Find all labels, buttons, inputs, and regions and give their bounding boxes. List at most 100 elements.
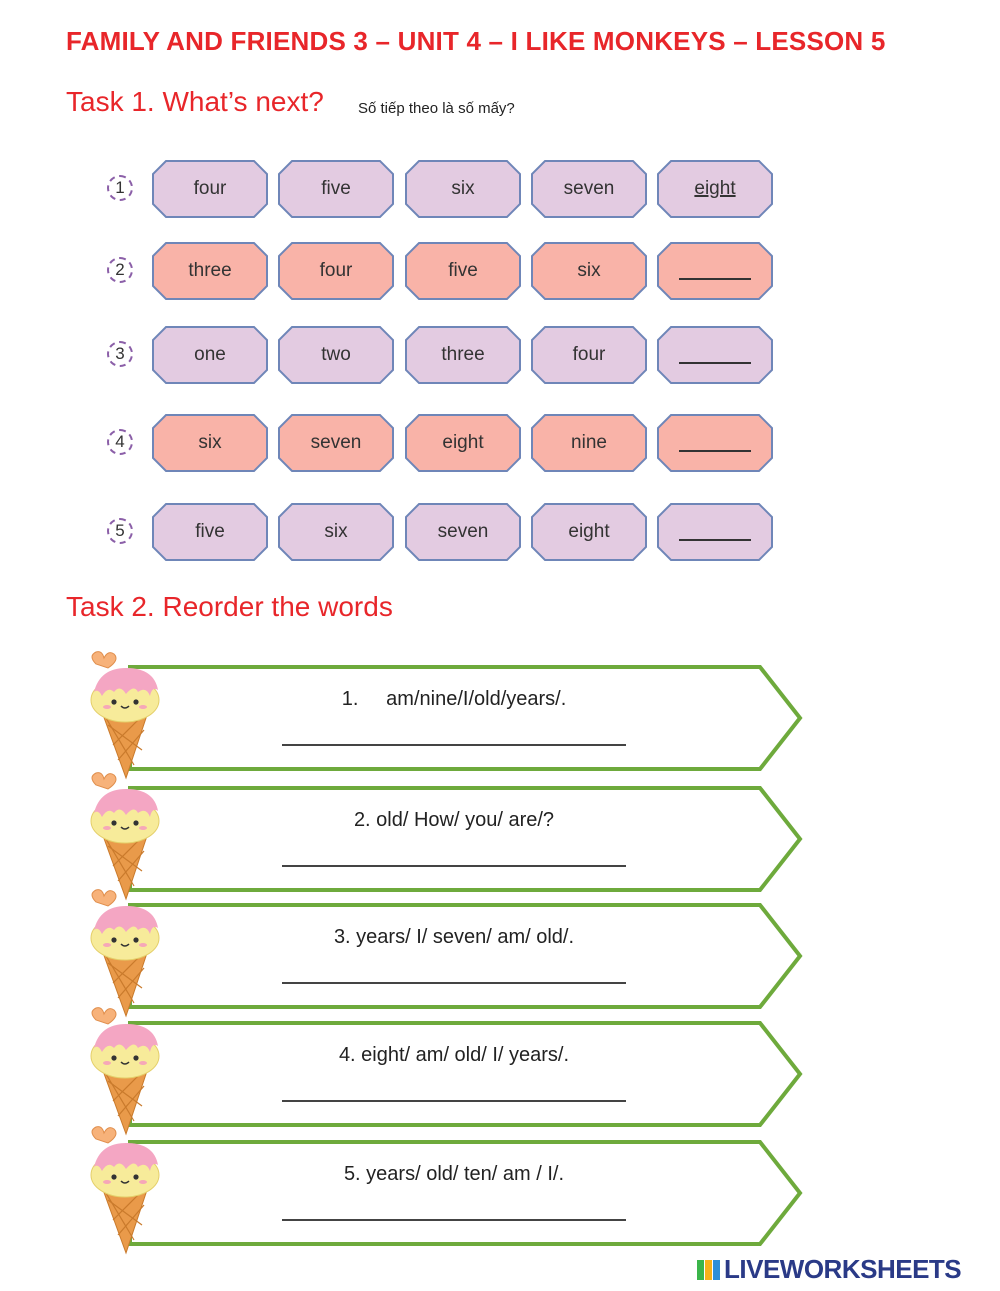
ice-cream-icon bbox=[90, 651, 160, 780]
ice-cream-icon bbox=[90, 889, 160, 1018]
tile-shape bbox=[278, 414, 394, 472]
number-tile: three bbox=[405, 326, 521, 384]
tile-shape bbox=[657, 414, 773, 472]
tile-shape bbox=[278, 326, 394, 384]
answer-line[interactable] bbox=[282, 1219, 626, 1221]
tile-shape bbox=[657, 160, 773, 218]
number-tile: one bbox=[152, 326, 268, 384]
row-number: 4 bbox=[107, 429, 133, 455]
number-word: seven bbox=[563, 178, 615, 199]
number-tile: five bbox=[152, 503, 268, 561]
answer-word: eight bbox=[694, 178, 736, 199]
reorder-item: 5. years/ old/ ten/ am / I/. bbox=[0, 1126, 1000, 1255]
answer-tile[interactable] bbox=[657, 242, 773, 300]
scrambled-sentence: 5. years/ old/ ten/ am / I/. bbox=[343, 1163, 565, 1185]
number-word: six bbox=[324, 521, 348, 542]
scrambled-sentence: 3. years/ I/ seven/ am/ old/. bbox=[333, 926, 575, 948]
sequence-row: 5 five six seven eight bbox=[0, 503, 1000, 563]
reorder-item: 4. eight/ am/ old/ I/ years/. bbox=[0, 1007, 1000, 1136]
ice-cream-icon bbox=[90, 772, 160, 901]
answer-tile[interactable] bbox=[657, 326, 773, 384]
tile-shape bbox=[152, 160, 268, 218]
tile-shape bbox=[531, 160, 647, 218]
number-word: three bbox=[441, 344, 485, 365]
tile-shape bbox=[152, 503, 268, 561]
number-tile: five bbox=[278, 160, 394, 218]
sequence-row: 3 one two three four bbox=[0, 326, 1000, 386]
tile-shape bbox=[657, 503, 773, 561]
tile-shape bbox=[531, 414, 647, 472]
number-word: eight bbox=[442, 432, 484, 453]
row-number: 3 bbox=[107, 341, 133, 367]
task2-heading: Task 2. Reorder the words bbox=[66, 591, 393, 622]
number-word: four bbox=[319, 260, 353, 281]
number-tile: seven bbox=[531, 160, 647, 218]
number-tile: six bbox=[278, 503, 394, 561]
tile-shape bbox=[405, 414, 521, 472]
tile-shape bbox=[405, 326, 521, 384]
tile-shape bbox=[278, 503, 394, 561]
answer-blank[interactable] bbox=[679, 362, 751, 364]
task1-heading: Task 1. What’s next? bbox=[66, 86, 324, 117]
number-word: two bbox=[321, 344, 351, 365]
reorder-item: 2. old/ How/ you/ are/? bbox=[0, 772, 1000, 901]
number-tile: six bbox=[531, 242, 647, 300]
number-tile: three bbox=[152, 242, 268, 300]
answer-tile[interactable]: eight bbox=[657, 160, 773, 218]
number-word: one bbox=[194, 344, 226, 365]
number-word: four bbox=[193, 178, 227, 199]
row-number: 1 bbox=[107, 175, 133, 201]
liveworksheets-logo: LIVEWORKSHEETS bbox=[697, 1254, 962, 1285]
ice-cream-icon bbox=[90, 1007, 160, 1136]
number-tile: eight bbox=[531, 503, 647, 561]
number-word: seven bbox=[437, 521, 489, 542]
number-tile: four bbox=[531, 326, 647, 384]
number-word: eight bbox=[568, 521, 610, 542]
tile-shape bbox=[657, 326, 773, 384]
logo-mark-icon bbox=[697, 1259, 721, 1280]
number-word: five bbox=[195, 521, 225, 542]
number-word: four bbox=[572, 344, 606, 365]
tile-shape bbox=[531, 503, 647, 561]
scrambled-sentence: 1. am/nine/I/old/years/. bbox=[341, 688, 567, 710]
tile-shape bbox=[531, 242, 647, 300]
answer-blank[interactable] bbox=[679, 278, 751, 280]
answer-blank[interactable] bbox=[679, 450, 751, 452]
number-word: six bbox=[198, 432, 222, 453]
answer-tile[interactable] bbox=[657, 503, 773, 561]
number-tile: seven bbox=[405, 503, 521, 561]
tile-shape bbox=[405, 503, 521, 561]
number-tile: six bbox=[405, 160, 521, 218]
answer-line[interactable] bbox=[282, 865, 626, 867]
answer-line[interactable] bbox=[282, 982, 626, 984]
sequence-row: 2 three four five six bbox=[0, 242, 1000, 302]
task1-subtitle: Số tiếp theo là số mấy? bbox=[358, 100, 515, 117]
number-word: five bbox=[321, 178, 351, 199]
number-word: three bbox=[188, 260, 232, 281]
number-word: seven bbox=[310, 432, 362, 453]
sequence-row: 1 four five six seven eight bbox=[0, 160, 1000, 220]
number-word: six bbox=[577, 260, 601, 281]
sequence-row: 4 six seven eight nine bbox=[0, 414, 1000, 474]
number-tile: two bbox=[278, 326, 394, 384]
row-number: 5 bbox=[107, 518, 133, 544]
tile-shape bbox=[657, 242, 773, 300]
tile-shape bbox=[405, 242, 521, 300]
number-tile: seven bbox=[278, 414, 394, 472]
row-number: 2 bbox=[107, 257, 133, 283]
answer-line[interactable] bbox=[282, 744, 626, 746]
tile-shape bbox=[405, 160, 521, 218]
number-word: five bbox=[448, 260, 478, 281]
ice-cream-icon bbox=[90, 1126, 160, 1255]
tile-shape bbox=[152, 414, 268, 472]
number-tile: nine bbox=[531, 414, 647, 472]
number-word: nine bbox=[571, 432, 607, 453]
number-tile: six bbox=[152, 414, 268, 472]
logo-text: LIVEWORKSHEETS bbox=[724, 1254, 962, 1284]
number-tile: four bbox=[278, 242, 394, 300]
tile-shape bbox=[152, 326, 268, 384]
answer-line[interactable] bbox=[282, 1100, 626, 1102]
answer-tile[interactable] bbox=[657, 414, 773, 472]
answer-blank[interactable] bbox=[679, 539, 751, 541]
tile-shape bbox=[278, 160, 394, 218]
